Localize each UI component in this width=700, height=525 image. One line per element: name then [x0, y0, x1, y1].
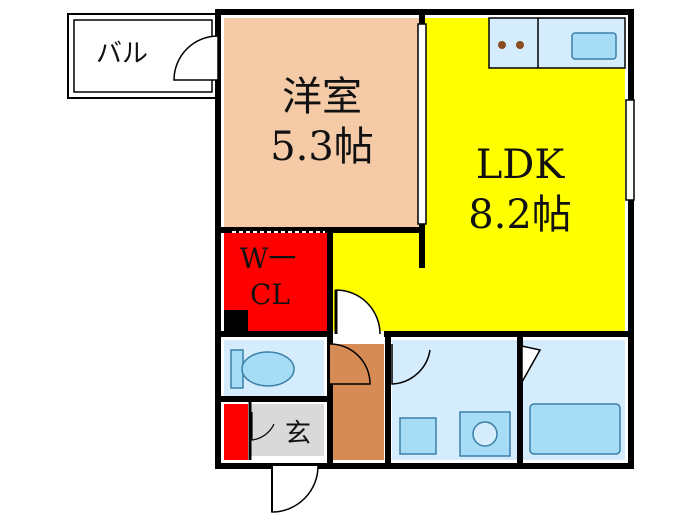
washbasin-icon	[399, 417, 437, 455]
balcony-label: バル	[96, 39, 148, 69]
stove-burner-icon	[498, 41, 506, 49]
closet-door-notch	[224, 310, 248, 331]
stove-burner-icon	[516, 41, 524, 49]
washroom-door-icon	[391, 344, 431, 385]
closet-label-line2: CL	[250, 278, 290, 311]
western-room-size: 5.3帖	[270, 124, 374, 170]
entrance-shoe-box	[224, 404, 248, 460]
bathtub-icon	[529, 403, 621, 455]
bathroom-door-icon	[521, 345, 542, 385]
toilet-door-icon	[329, 343, 371, 385]
sink-icon	[571, 32, 617, 60]
ldk-room	[330, 18, 625, 335]
closet-label-line1: W一	[240, 242, 297, 275]
window-icon	[625, 99, 635, 201]
toilet-tank-icon	[230, 349, 244, 389]
ldk-name: LDK	[476, 142, 566, 188]
entrance-label: 玄	[285, 419, 311, 449]
balcony-door-icon	[173, 35, 219, 81]
washer-drum-icon	[472, 421, 498, 447]
entrance-door-icon	[271, 465, 319, 513]
western-room-name: 洋室	[282, 74, 362, 120]
hall-door-icon	[335, 289, 381, 335]
window-icon	[417, 23, 427, 225]
western-room	[224, 18, 419, 228]
toilet-bowl-icon	[241, 351, 295, 387]
shoe-box-door-icon	[251, 412, 275, 441]
ldk-size: 8.2帖	[468, 192, 572, 238]
